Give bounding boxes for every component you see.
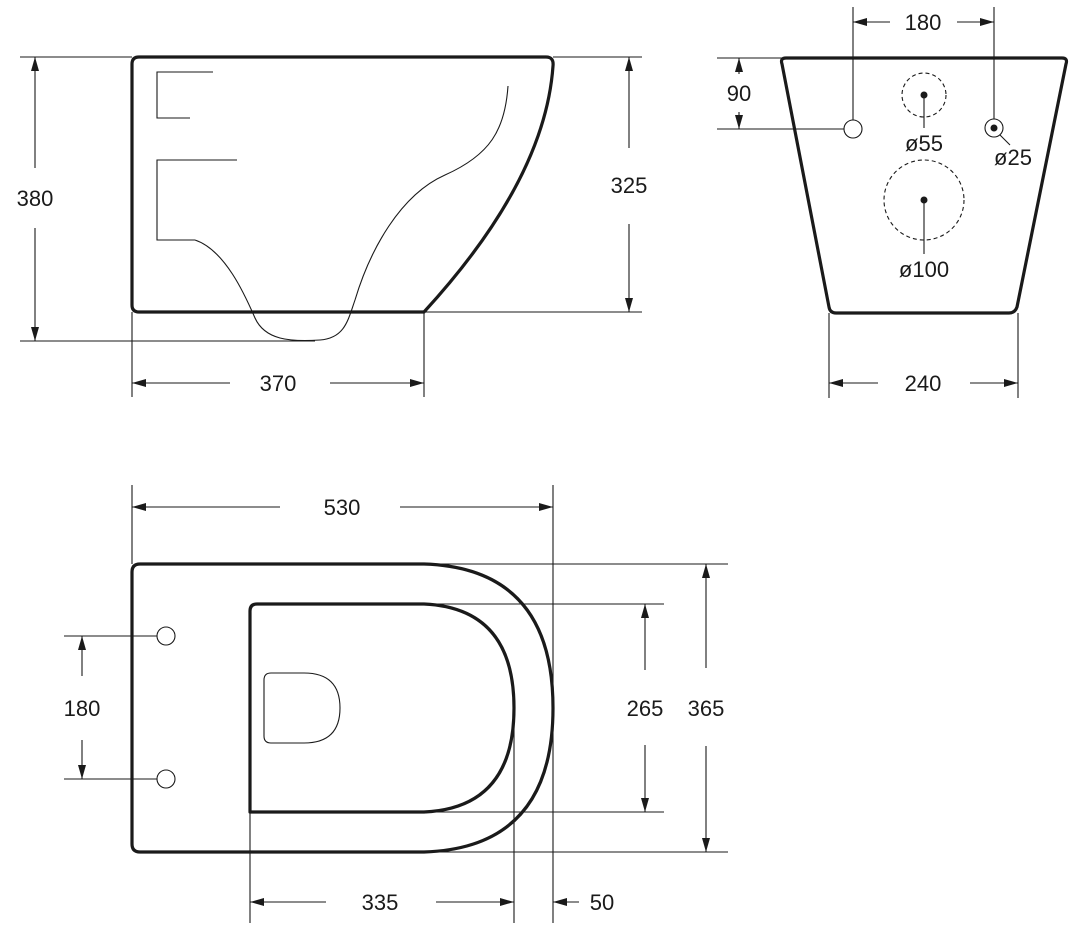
top-view-total-length-label: 530: [324, 495, 361, 520]
side-view-inlet-line: [156, 71, 213, 119]
side-view-length-label: 370: [260, 371, 297, 396]
rear-view-inlet-diameter-label: ø55: [905, 131, 943, 156]
rear-view-bolt-spacing-label: 180: [905, 10, 942, 35]
top-view-outer-outline: [130, 562, 555, 854]
rear-view-base-width-label: 240: [905, 371, 942, 396]
top-view-bolt-hole-top: [156, 626, 176, 646]
top-view-drain-outline: [263, 672, 341, 744]
side-view-flange-line: [156, 159, 237, 241]
top-view-bolt-spacing-label: 180: [64, 696, 101, 721]
top-view-rim-offset-label: 50: [590, 890, 614, 915]
top-view-bowl-outline: [248, 602, 516, 814]
rear-view: ø55 ø25 ø100 180 90 240: [717, 7, 1069, 398]
top-view: 530 180 265 365 335 50: [64, 485, 728, 923]
rear-view-inlet-circle: [901, 72, 947, 118]
rear-view-outline: [779, 56, 1069, 315]
side-view-bowl-height-label: 325: [611, 173, 648, 198]
top-view-inner-width-label: 265: [627, 696, 664, 721]
top-view-outer-width-label: 365: [688, 696, 725, 721]
top-view-inner-length-label: 335: [362, 890, 399, 915]
rear-view-outlet-diameter-label: ø100: [899, 257, 949, 282]
rear-view-bolt-hole-left: [843, 119, 863, 139]
side-view-outline: [130, 55, 555, 314]
rear-view-bolt-diameter-label: ø25: [994, 145, 1032, 170]
side-view-trap-curve: [194, 85, 509, 342]
rear-view-bolt-height-label: 90: [727, 81, 751, 106]
rear-view-outlet-circle: [883, 159, 965, 241]
top-view-bolt-hole-bottom: [156, 769, 176, 789]
side-view-height-label: 380: [17, 186, 54, 211]
side-view: 380 325 370: [17, 55, 648, 397]
